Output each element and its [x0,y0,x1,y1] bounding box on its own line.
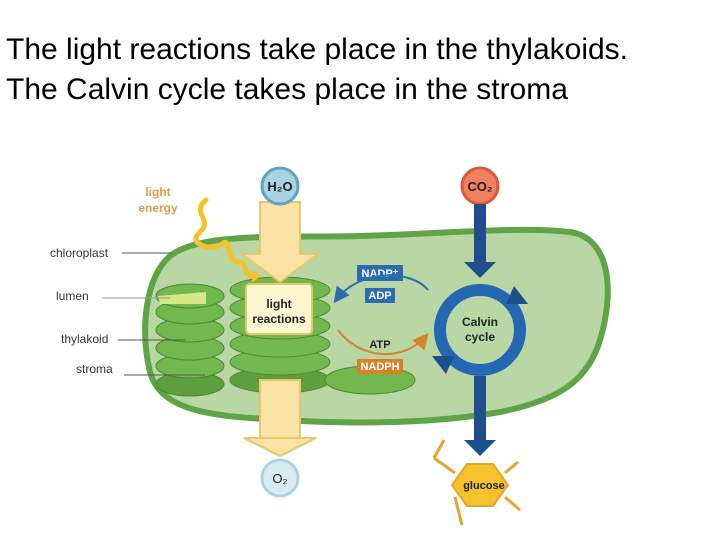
slide-heading: The light reactions take place in the th… [6,30,716,110]
light-energy-squiggle [193,197,259,279]
heading-line-1: The light reactions take place in the th… [6,33,629,66]
calvin-arrowhead-1 [506,286,528,304]
lumen-label: lumen [56,289,89,303]
calvin-cycle-ring [434,284,526,376]
thylakoid-stack-left [155,283,225,397]
glucose-molecule [432,439,521,526]
light-reactions-label: light [266,297,291,311]
adp-label: ADP [368,290,391,302]
nadph-box [357,359,403,374]
atp-label: ATP [369,339,390,351]
oxygen-label: O₂ [272,471,287,486]
blue-transfer-arrow [333,274,429,304]
light-column [238,201,322,458]
thylakoid-label: thylakoid [61,332,108,346]
light-energy-label: light [145,185,170,199]
heading-line-2: The Calvin cycle takes place in the stro… [6,73,568,106]
nadph-label: NADPH [360,361,399,373]
light-reactions-label-2: reactions [252,312,306,326]
lumen-cutaway [158,292,206,304]
glucose-label: glucose [463,480,505,492]
light-reactions-box [245,283,313,335]
co2-label: CO₂ [467,179,493,194]
glucose-down-arrow [464,376,496,456]
water-label: H₂O [267,179,292,194]
calvin-cycle-label-2: cycle [465,330,495,344]
chloroplast-label: chloroplast [50,246,109,260]
co2-down-arrow [464,204,496,278]
oxygen-circle [260,458,300,498]
calvin-cycle-label: Calvin [462,315,498,329]
light-energy-label-2: energy [138,201,178,215]
adp-box [365,288,395,303]
stroma-label: stroma [76,362,113,376]
calvin-arrowhead-2 [432,356,454,374]
orange-transfer-arrow [337,329,429,356]
water-circle [260,166,300,206]
nadp-plus-box [357,265,403,281]
